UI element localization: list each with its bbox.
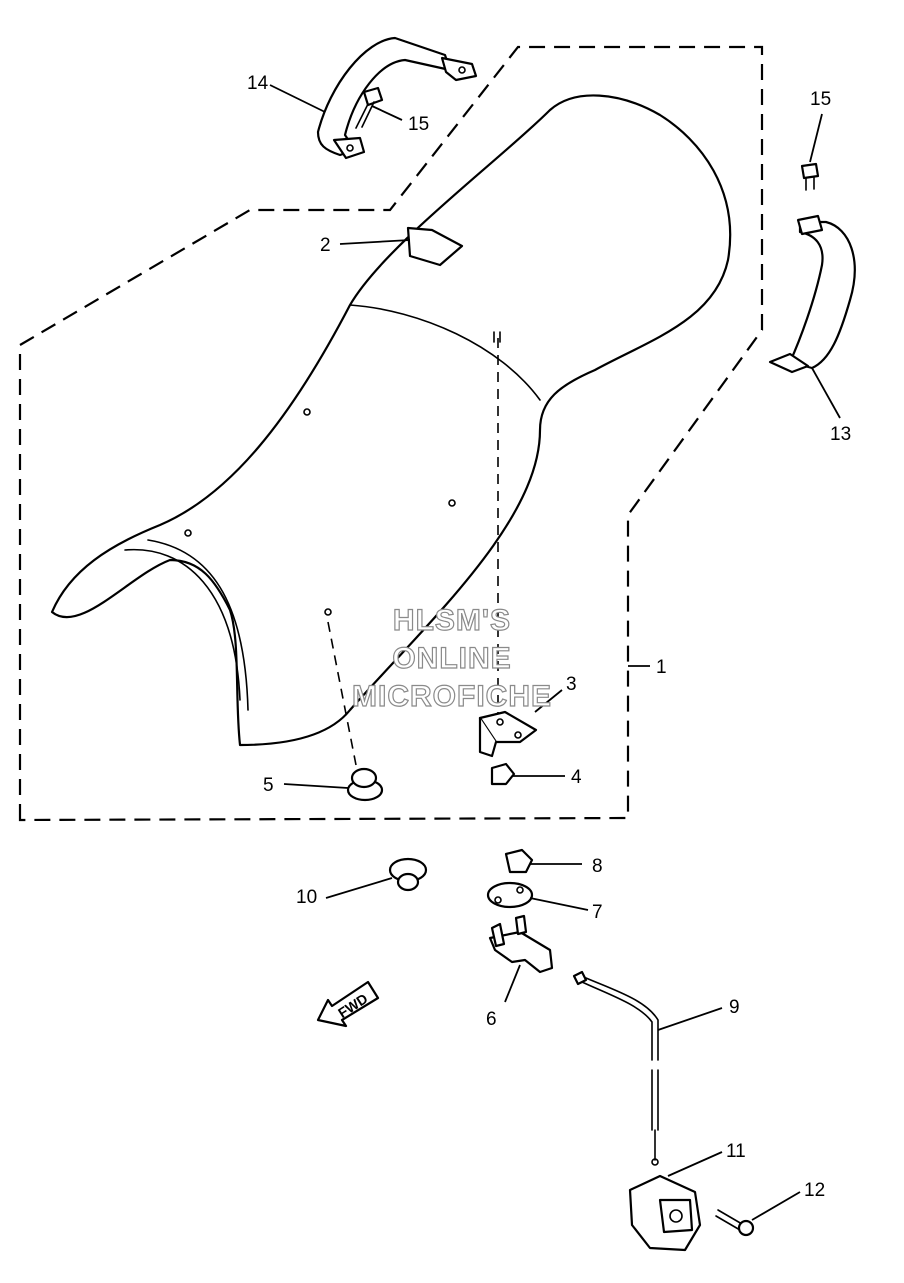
leader-lines: [269, 84, 841, 1221]
bolt-15-right: [800, 162, 820, 191]
callout-15-right: 15: [810, 89, 831, 110]
callout-labels: 14 15 15 2 13 1 3 4 5 8 7 10 6 9 11 12: [247, 73, 851, 1201]
callout-13: 13: [830, 424, 851, 445]
callout-7: 7: [592, 902, 603, 923]
seat-bracket: [478, 710, 538, 758]
bolt-15-left: [355, 86, 384, 129]
seat-lock-cable: [572, 970, 659, 1166]
callout-8: 8: [592, 856, 603, 877]
callout-15-left: 15: [408, 114, 429, 135]
callout-1: 1: [656, 657, 667, 678]
fastener-line-5: [327, 621, 357, 766]
callout-9: 9: [729, 997, 740, 1018]
watermark-line-1: HLSM'S: [393, 604, 511, 637]
watermark-line-2: ONLINE: [392, 642, 511, 675]
callout-14: 14: [247, 73, 269, 94]
callout-2: 2: [320, 235, 331, 256]
callout-11: 11: [726, 1141, 746, 1162]
grab-bar-left: [316, 36, 478, 160]
grab-bar-right: [768, 214, 856, 374]
damper-5: [346, 767, 384, 802]
lock-bracket-6: [488, 914, 554, 974]
seat: [50, 94, 732, 747]
nut-4: [490, 762, 516, 786]
watermark-line-3: MICROFICHE: [352, 680, 552, 713]
bolt-12: [715, 1209, 755, 1237]
callout-5: 5: [263, 775, 274, 796]
callout-3: 3: [566, 674, 577, 695]
damper-10: [388, 857, 428, 892]
callout-10: 10: [296, 887, 317, 908]
seat-assembly-boundary: [18, 45, 764, 822]
fwd-arrow: FWD: [316, 980, 380, 1028]
callout-4: 4: [571, 767, 582, 788]
seat-strap-clip: [406, 226, 464, 267]
watermark: HLSM'S ONLINE MICROFICHE: [351, 603, 552, 713]
nut-8: [504, 848, 534, 874]
callout-12: 12: [804, 1180, 825, 1201]
seat-lock-11: [628, 1174, 702, 1252]
plate-7: [486, 881, 534, 909]
callout-6: 6: [486, 1009, 497, 1030]
